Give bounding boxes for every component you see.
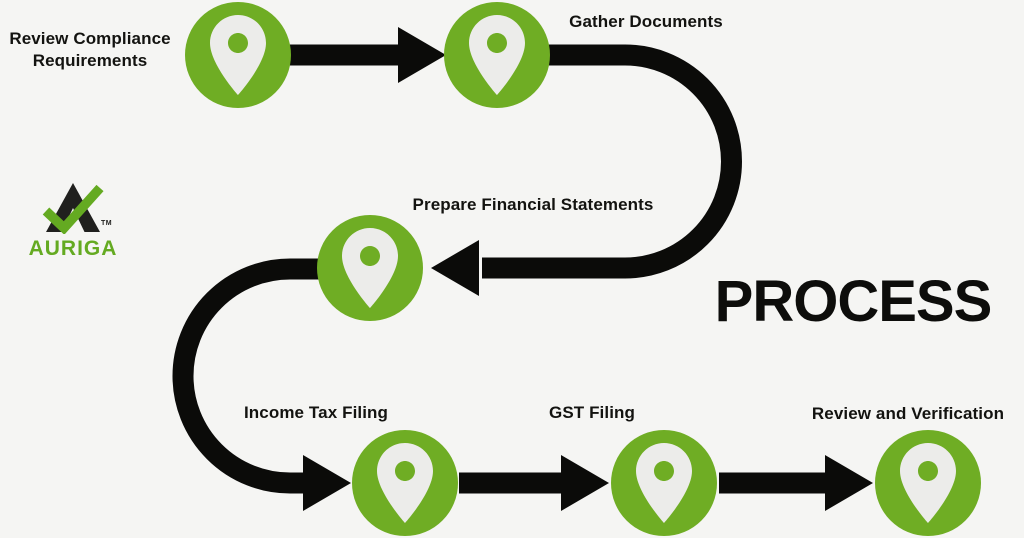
arrow-left-icon — [431, 240, 479, 296]
connector-step4-step5 — [459, 455, 609, 511]
connector-step2-step3 — [431, 44, 742, 296]
location-pin-icon — [900, 443, 956, 523]
step-node-prepare-financial-statements — [317, 215, 423, 321]
auriga-logo-mark-icon — [42, 183, 104, 234]
auriga-logo: TM AURIGA — [18, 182, 128, 261]
step-label-review-and-verification: Review and Verification — [811, 404, 1005, 423]
arrow-right-icon — [303, 455, 351, 511]
connector-step1-step2 — [290, 27, 446, 83]
location-pin-icon — [342, 228, 398, 308]
connector-step3-step4 — [172, 258, 351, 511]
step-node-review-compliance — [185, 2, 291, 108]
location-pin-icon — [210, 15, 266, 95]
location-pin-icon — [636, 443, 692, 523]
page-title: PROCESS — [714, 269, 993, 334]
step-node-gather-documents — [444, 2, 550, 108]
location-pin-icon — [377, 443, 433, 523]
arrow-right-icon — [825, 455, 873, 511]
step-label-prepare-financial-statements: Prepare Financial Statements — [412, 195, 654, 214]
trademark-symbol: TM — [101, 220, 113, 227]
connector-step5-step6 — [719, 455, 873, 511]
step-node-gst-filing — [611, 430, 717, 536]
step-label-review-compliance: Review Compliance Requirements — [9, 29, 171, 70]
arrow-right-icon — [561, 455, 609, 511]
step-node-review-and-verification — [875, 430, 981, 536]
step-node-income-tax-filing — [352, 430, 458, 536]
step-label-gst-filing: GST Filing — [549, 403, 635, 422]
arrow-right-icon — [398, 27, 446, 83]
step-label-gather-documents: Gather Documents — [569, 12, 723, 31]
location-pin-icon — [469, 15, 525, 95]
brand-name: AURIGA — [28, 237, 118, 260]
step-label-income-tax-filing: Income Tax Filing — [243, 403, 389, 422]
